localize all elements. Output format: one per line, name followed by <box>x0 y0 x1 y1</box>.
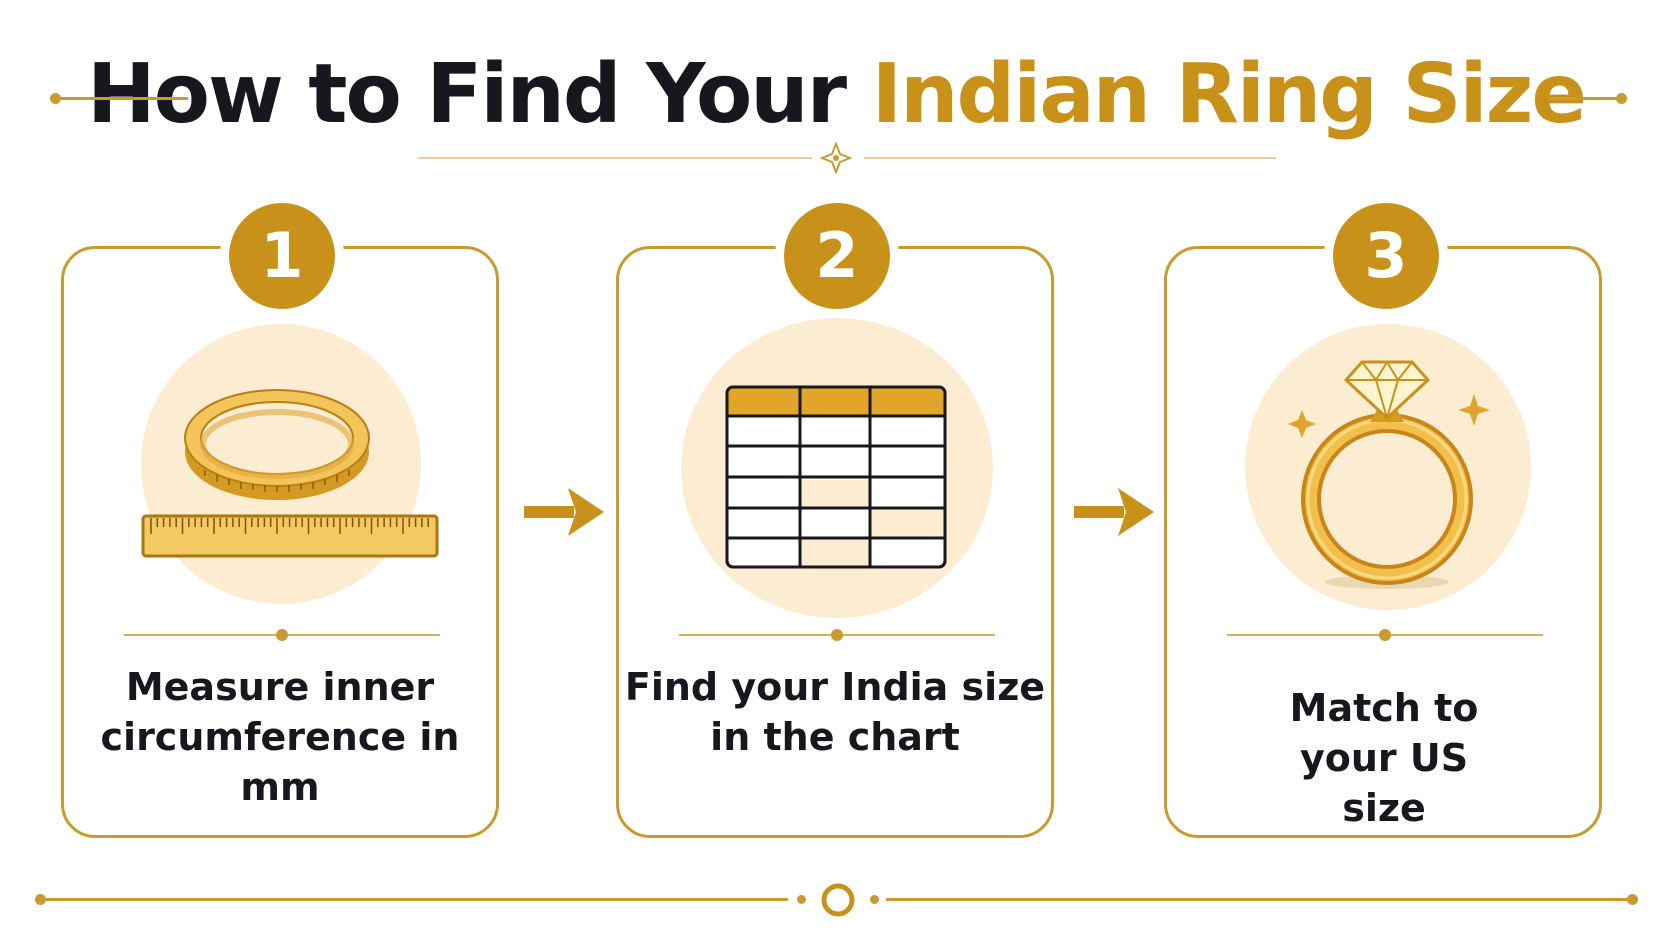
title-right-rule <box>1548 97 1620 100</box>
arrow-right-icon <box>1074 488 1154 536</box>
step-number-1: 1 <box>229 203 335 309</box>
step-separator-dot-3 <box>1379 629 1391 641</box>
title-left-dot <box>50 93 61 104</box>
step-number-3: 3 <box>1333 203 1439 309</box>
page-title: How to Find Your Indian Ring Size <box>0 40 1672 150</box>
size-chart-table-icon <box>725 385 947 569</box>
step-badge-1: 1 <box>220 194 344 318</box>
diamond-ring-icon <box>1288 360 1490 589</box>
arrow-right-icon <box>524 488 604 536</box>
title-part-gold: Indian Ring Size <box>871 47 1587 142</box>
footer-left-rule <box>44 898 788 901</box>
step-separator-dot-2 <box>831 629 843 641</box>
footer-left-dot <box>35 894 46 905</box>
step-text-3: Match to your US size <box>1289 686 1479 830</box>
footer-circle-ornament-icon <box>821 883 855 917</box>
title-left-rule <box>58 97 188 100</box>
ornament-right-rule <box>864 157 1276 159</box>
step-separator-dot-1 <box>276 629 288 641</box>
step-number-2: 2 <box>784 203 890 309</box>
ring-with-ruler-icon <box>141 389 439 558</box>
footer-right-rule <box>886 898 1630 901</box>
step-badge-2: 2 <box>775 194 899 318</box>
diamond-ornament-icon <box>820 142 852 174</box>
title-part-dark: How to Find Your <box>87 47 872 142</box>
step-text-2: Find your India size in the chart <box>624 665 1046 759</box>
ornament-left-rule <box>418 157 812 159</box>
title-right-dot <box>1616 93 1627 104</box>
step-badge-3: 3 <box>1324 194 1448 318</box>
footer-right-small-dot <box>870 895 879 904</box>
footer-right-dot <box>1627 894 1638 905</box>
footer-left-small-dot <box>797 895 806 904</box>
step-text-1: Measure inner circumference in mm <box>100 665 460 809</box>
